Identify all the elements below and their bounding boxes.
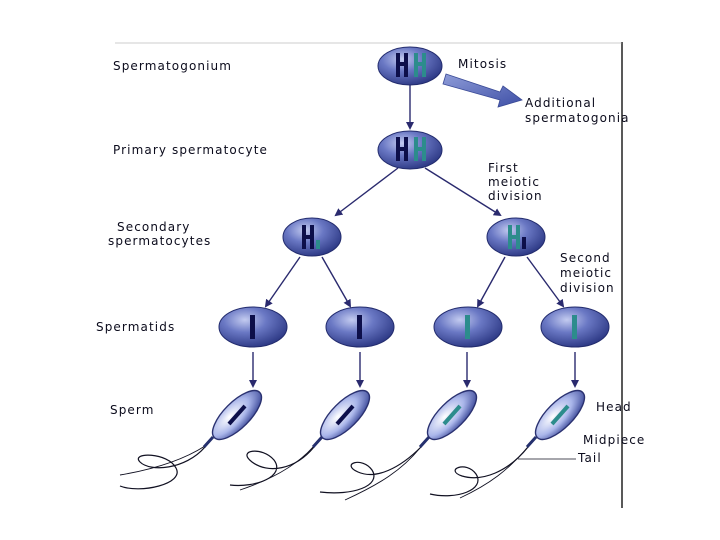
spermatid-3-cell [433, 306, 503, 348]
label-second-meiotic-line1: Second [560, 251, 611, 265]
label-first-meiotic-line2: meiotic [488, 175, 540, 189]
label-additional-line1: Additional [525, 96, 596, 110]
sperm-1 [119, 389, 263, 490]
label-mitosis: Mitosis [458, 57, 507, 71]
label-secondary-line1: Secondary [117, 220, 190, 234]
label-second-meiotic-line2: meiotic [560, 266, 612, 280]
label-additional-line2: spermatogonia [525, 111, 630, 125]
label-secondary-line2: spermatocytes [108, 234, 211, 248]
mitosis-big-arrow [442, 73, 523, 108]
label-primary-spermatocyte: Primary spermatocyte [113, 143, 268, 157]
label-tail: Tail [577, 451, 602, 465]
spermatid-2-cell [325, 306, 395, 348]
label-sperm: Sperm [110, 403, 155, 417]
spermatid-1-cell [218, 306, 288, 348]
sperm-2 [229, 389, 371, 491]
spermatid-4-cell [540, 306, 610, 348]
label-first-meiotic-line3: division [488, 189, 543, 203]
flow-arrows [249, 85, 579, 388]
label-spermatids: Spermatids [96, 320, 175, 334]
label-head: Head [596, 400, 632, 414]
sperm-4 [429, 389, 586, 499]
label-second-meiotic-line3: division [560, 281, 615, 295]
spermatogonium-cell [377, 46, 443, 86]
primary-spermatocyte-cell [377, 130, 443, 170]
label-first-meiotic-line1: First [488, 161, 519, 175]
label-midpiece: Midpiece [583, 433, 645, 447]
secondary-spermatocyte-right-cell [486, 217, 546, 257]
secondary-spermatocyte-left-cell [282, 217, 342, 257]
sperm-3 [319, 389, 478, 501]
label-spermatogonium: Spermatogonium [113, 59, 232, 73]
